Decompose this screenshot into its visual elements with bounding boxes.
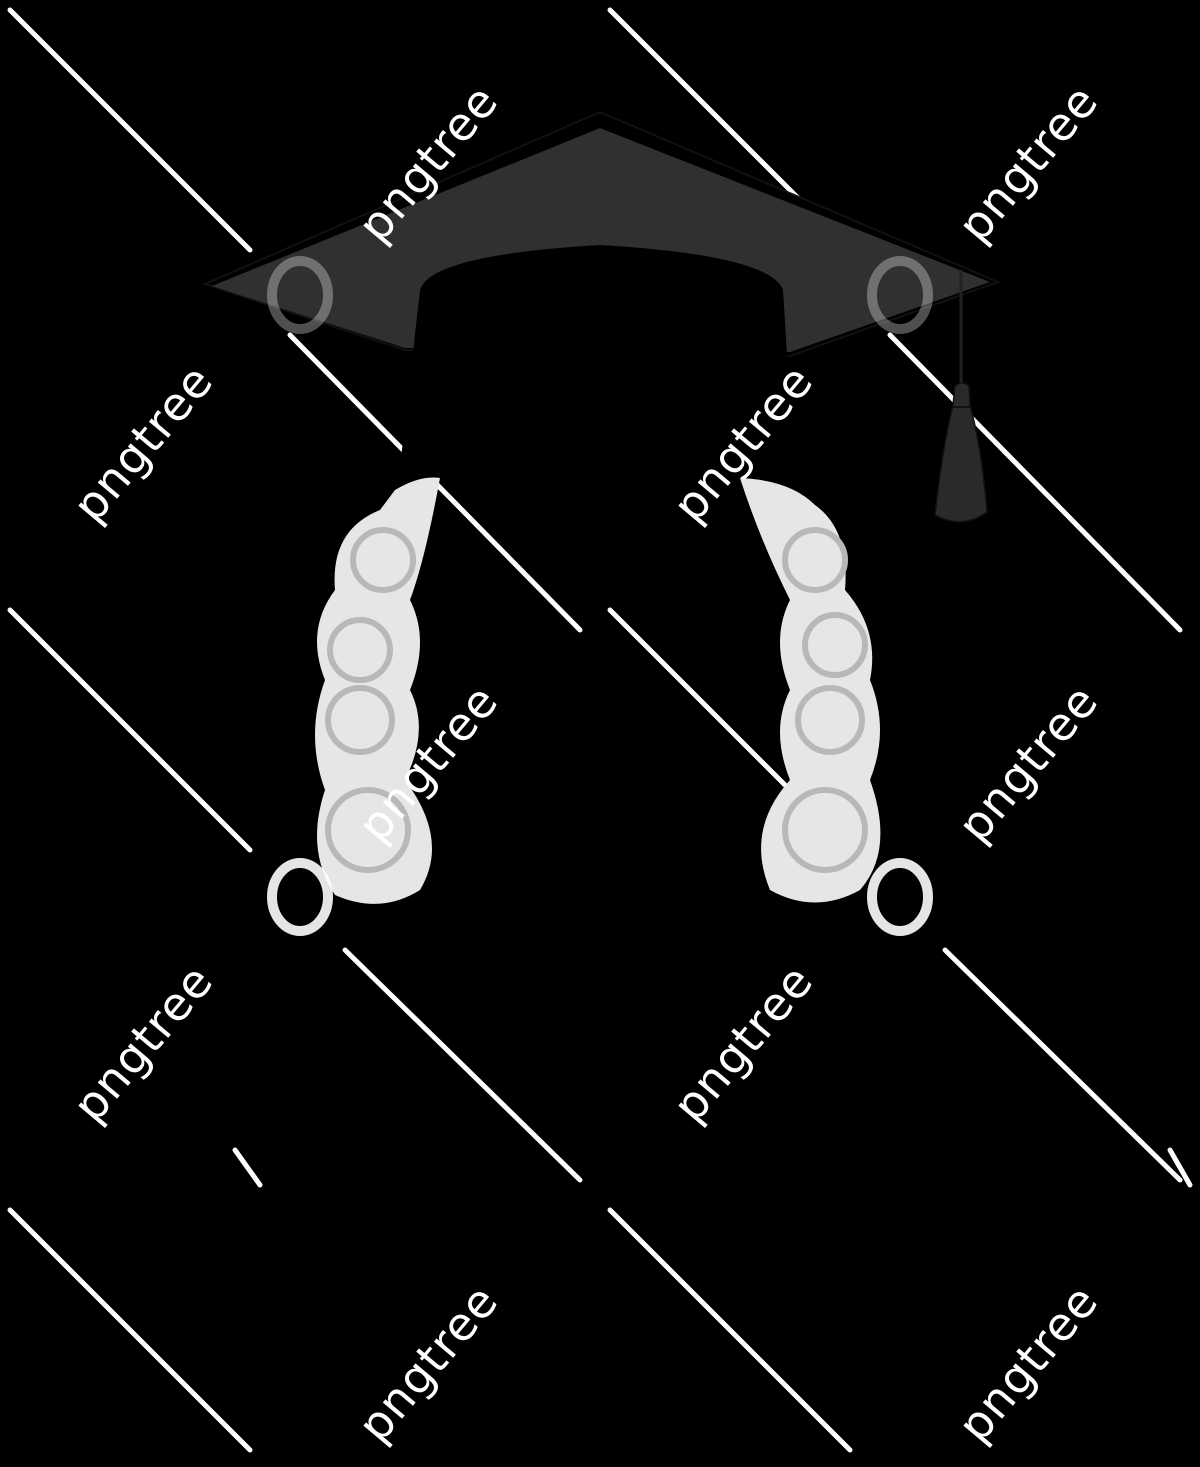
pngtree-logo-icon: [867, 256, 933, 334]
wig-curls-left: [315, 477, 440, 904]
pngtree-logo-icon: [267, 858, 333, 936]
tassel: [934, 382, 988, 523]
pngtree-logo-icon: [867, 858, 933, 936]
wig-curls-right: [740, 478, 881, 903]
graduation-cap: [202, 110, 1001, 523]
watermark-logos: [267, 256, 933, 936]
pngtree-logo-icon: [267, 256, 333, 334]
cap-body: [398, 245, 795, 485]
